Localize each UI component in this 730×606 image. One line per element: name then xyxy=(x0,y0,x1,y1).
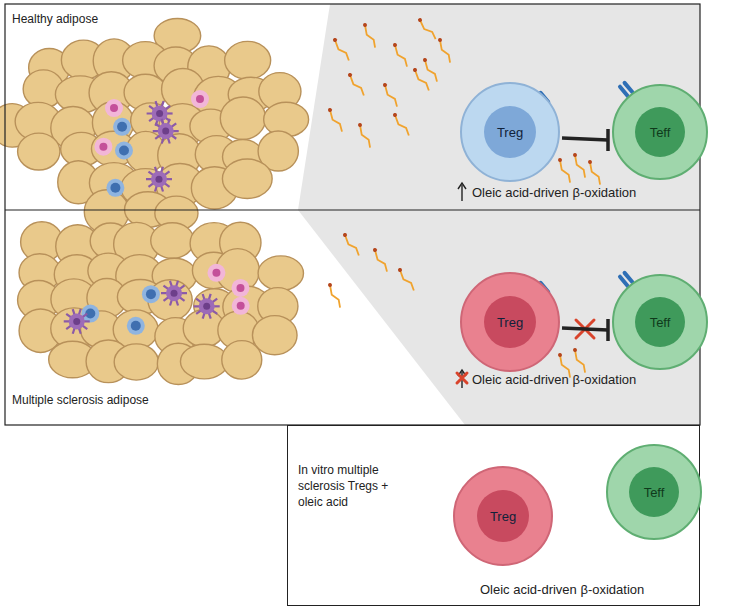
oleic-acid xyxy=(347,71,363,98)
granulocyte-nucleus xyxy=(99,143,107,151)
adipocyte xyxy=(264,102,309,137)
oleic-acid xyxy=(342,231,358,258)
oleic-acid xyxy=(423,57,437,84)
adipocyte xyxy=(258,256,303,291)
granulocyte xyxy=(191,90,209,108)
red-cross xyxy=(457,373,467,383)
cell-label: Treg xyxy=(490,509,516,524)
oleic-acid xyxy=(438,37,450,64)
oleic-acid xyxy=(397,266,413,293)
oleic-acid xyxy=(393,42,407,69)
panel-title: Multiple sclerosis adipose xyxy=(12,393,149,407)
macrophage xyxy=(161,281,187,306)
granulocyte xyxy=(94,138,112,156)
teff-cell: Teff xyxy=(606,444,702,540)
up-arrow-head xyxy=(458,183,466,189)
oleic-acid xyxy=(417,16,435,43)
oleic-acid xyxy=(328,282,340,309)
adipocyte xyxy=(151,223,194,259)
inhibition-connector xyxy=(562,129,608,151)
lymphocyte xyxy=(127,317,145,335)
oleic-acid xyxy=(573,347,585,374)
oleic-acid xyxy=(373,247,387,274)
teff-cell: Teff xyxy=(612,274,708,370)
cell-label: Treg xyxy=(497,125,523,140)
process-label: Oleic acid-driven β-oxidation xyxy=(472,185,636,200)
adipocyte xyxy=(220,97,265,139)
oleic-acid xyxy=(383,82,397,109)
teff-cell: Teff xyxy=(612,84,708,180)
granulocyte-nucleus xyxy=(236,284,244,292)
cell-label: Treg xyxy=(497,315,523,330)
lymphocyte xyxy=(115,141,133,159)
inhibition-connector xyxy=(562,319,608,341)
adipocyte xyxy=(225,41,271,79)
adipose-tissue xyxy=(0,18,309,384)
adipocyte xyxy=(180,344,228,379)
lymphocyte-nucleus xyxy=(119,145,129,155)
divider xyxy=(5,209,700,210)
cell-label: Teff xyxy=(644,485,665,500)
oleic-acid xyxy=(558,157,570,184)
main-frame xyxy=(5,4,700,425)
oleic-acid xyxy=(358,122,370,149)
macrophage xyxy=(153,119,179,144)
in-vitro-panel: In vitro multiple sclerosis Tregs + olei… xyxy=(287,425,700,606)
macrophage xyxy=(146,167,172,192)
cell-label: Teff xyxy=(650,315,671,330)
treg-cell: Treg xyxy=(460,82,560,182)
oleic-acid xyxy=(573,152,585,179)
lymphocyte-nucleus xyxy=(146,289,156,299)
granulocyte-nucleus xyxy=(110,104,118,112)
treg-cell: Treg xyxy=(453,466,553,566)
granulocyte-nucleus xyxy=(196,95,204,103)
oleic-acid xyxy=(332,36,348,63)
lymphocyte xyxy=(113,118,131,136)
adipocyte xyxy=(114,344,158,380)
granulocyte-nucleus xyxy=(212,269,220,277)
macrophage xyxy=(64,309,90,334)
granulocyte xyxy=(232,297,250,315)
oleic-acid xyxy=(412,66,428,93)
lymphocyte-nucleus xyxy=(131,321,141,331)
treg-cell: Treg xyxy=(460,272,560,372)
lymphocyte-nucleus xyxy=(110,183,120,193)
adipocyte xyxy=(252,316,297,355)
lymphocyte-nucleus xyxy=(117,122,127,132)
lymphocyte xyxy=(142,285,160,303)
oleic-acid xyxy=(363,22,375,49)
process-label: Oleic acid-driven β-oxidation xyxy=(472,372,636,387)
cell-label: Teff xyxy=(650,125,671,140)
panel-title: Healthy adipose xyxy=(12,12,98,26)
granulocyte-nucleus xyxy=(237,302,245,310)
adipocyte xyxy=(18,133,60,170)
panel-caption: In vitro multiple sclerosis Tregs + olei… xyxy=(298,462,403,511)
lymphocyte xyxy=(106,179,124,197)
oleic-acid xyxy=(588,159,600,186)
up-arrow xyxy=(461,185,462,201)
granulocyte xyxy=(231,279,249,297)
adipocyte xyxy=(222,341,262,380)
oleic-acid xyxy=(392,111,408,138)
granulocyte xyxy=(105,99,123,117)
adipocyte xyxy=(222,159,272,199)
granulocyte xyxy=(207,264,225,282)
process-label: Oleic acid-driven β-oxidation xyxy=(480,582,644,597)
macrophage xyxy=(194,294,220,319)
oleic-acid xyxy=(328,107,342,134)
